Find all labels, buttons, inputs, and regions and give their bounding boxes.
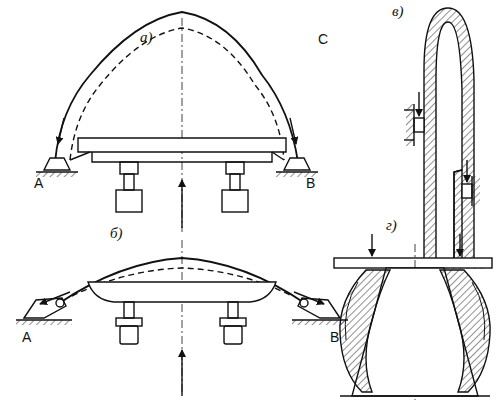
support-letter: B [306,176,315,190]
figure-letter: б) [110,226,123,241]
support-letter: A [34,176,43,190]
part-letter: C [318,32,328,46]
figure-letter: а) [140,30,153,45]
figure-letter: г) [386,218,397,233]
clamp-letter: A [22,330,31,344]
clamp-letter: B [330,330,339,344]
figure-letter: в) [392,4,404,19]
